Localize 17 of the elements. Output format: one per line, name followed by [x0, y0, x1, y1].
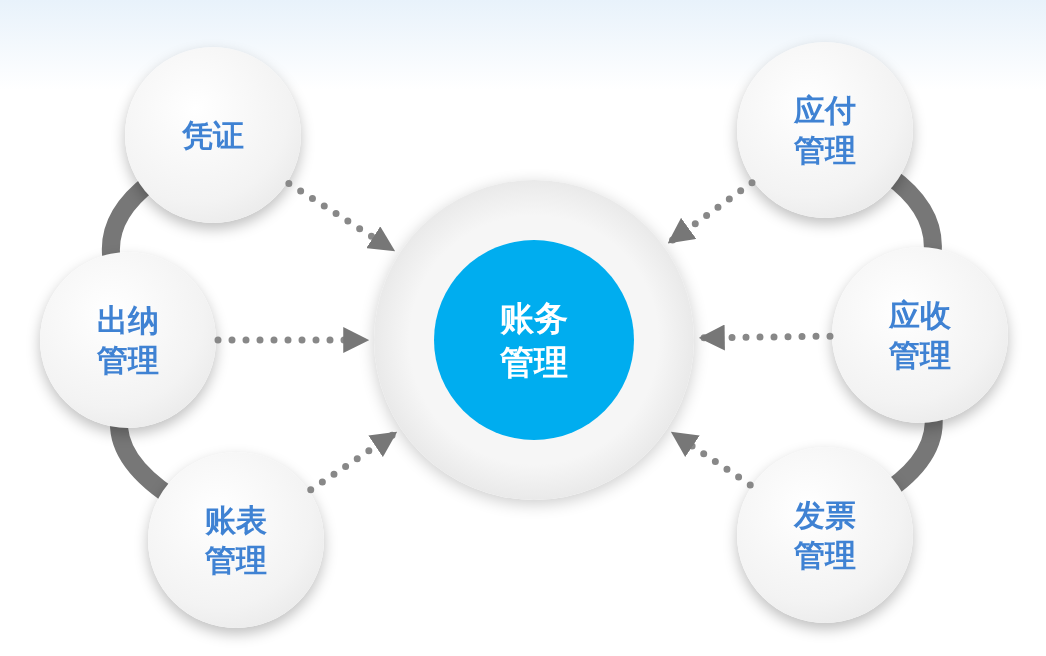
circle-label: 凭证 — [181, 116, 245, 155]
module-circle — [148, 452, 324, 628]
circle-label: 账表管理 — [204, 501, 268, 580]
arrow — [214, 327, 370, 353]
module-circle — [125, 47, 301, 223]
circle-label: 发票管理 — [792, 496, 857, 575]
arrow — [285, 179, 396, 254]
circle-label: 应付管理 — [793, 91, 857, 170]
circle-label: 账务管理 — [499, 297, 569, 384]
circle-label: 应收管理 — [888, 296, 952, 375]
module-circle — [737, 42, 913, 218]
module-circle — [737, 447, 913, 623]
arrow — [666, 179, 756, 246]
arrow — [698, 324, 834, 351]
arrow — [307, 430, 398, 494]
circle-label: 出纳管理 — [96, 301, 160, 380]
arrow — [670, 430, 754, 489]
